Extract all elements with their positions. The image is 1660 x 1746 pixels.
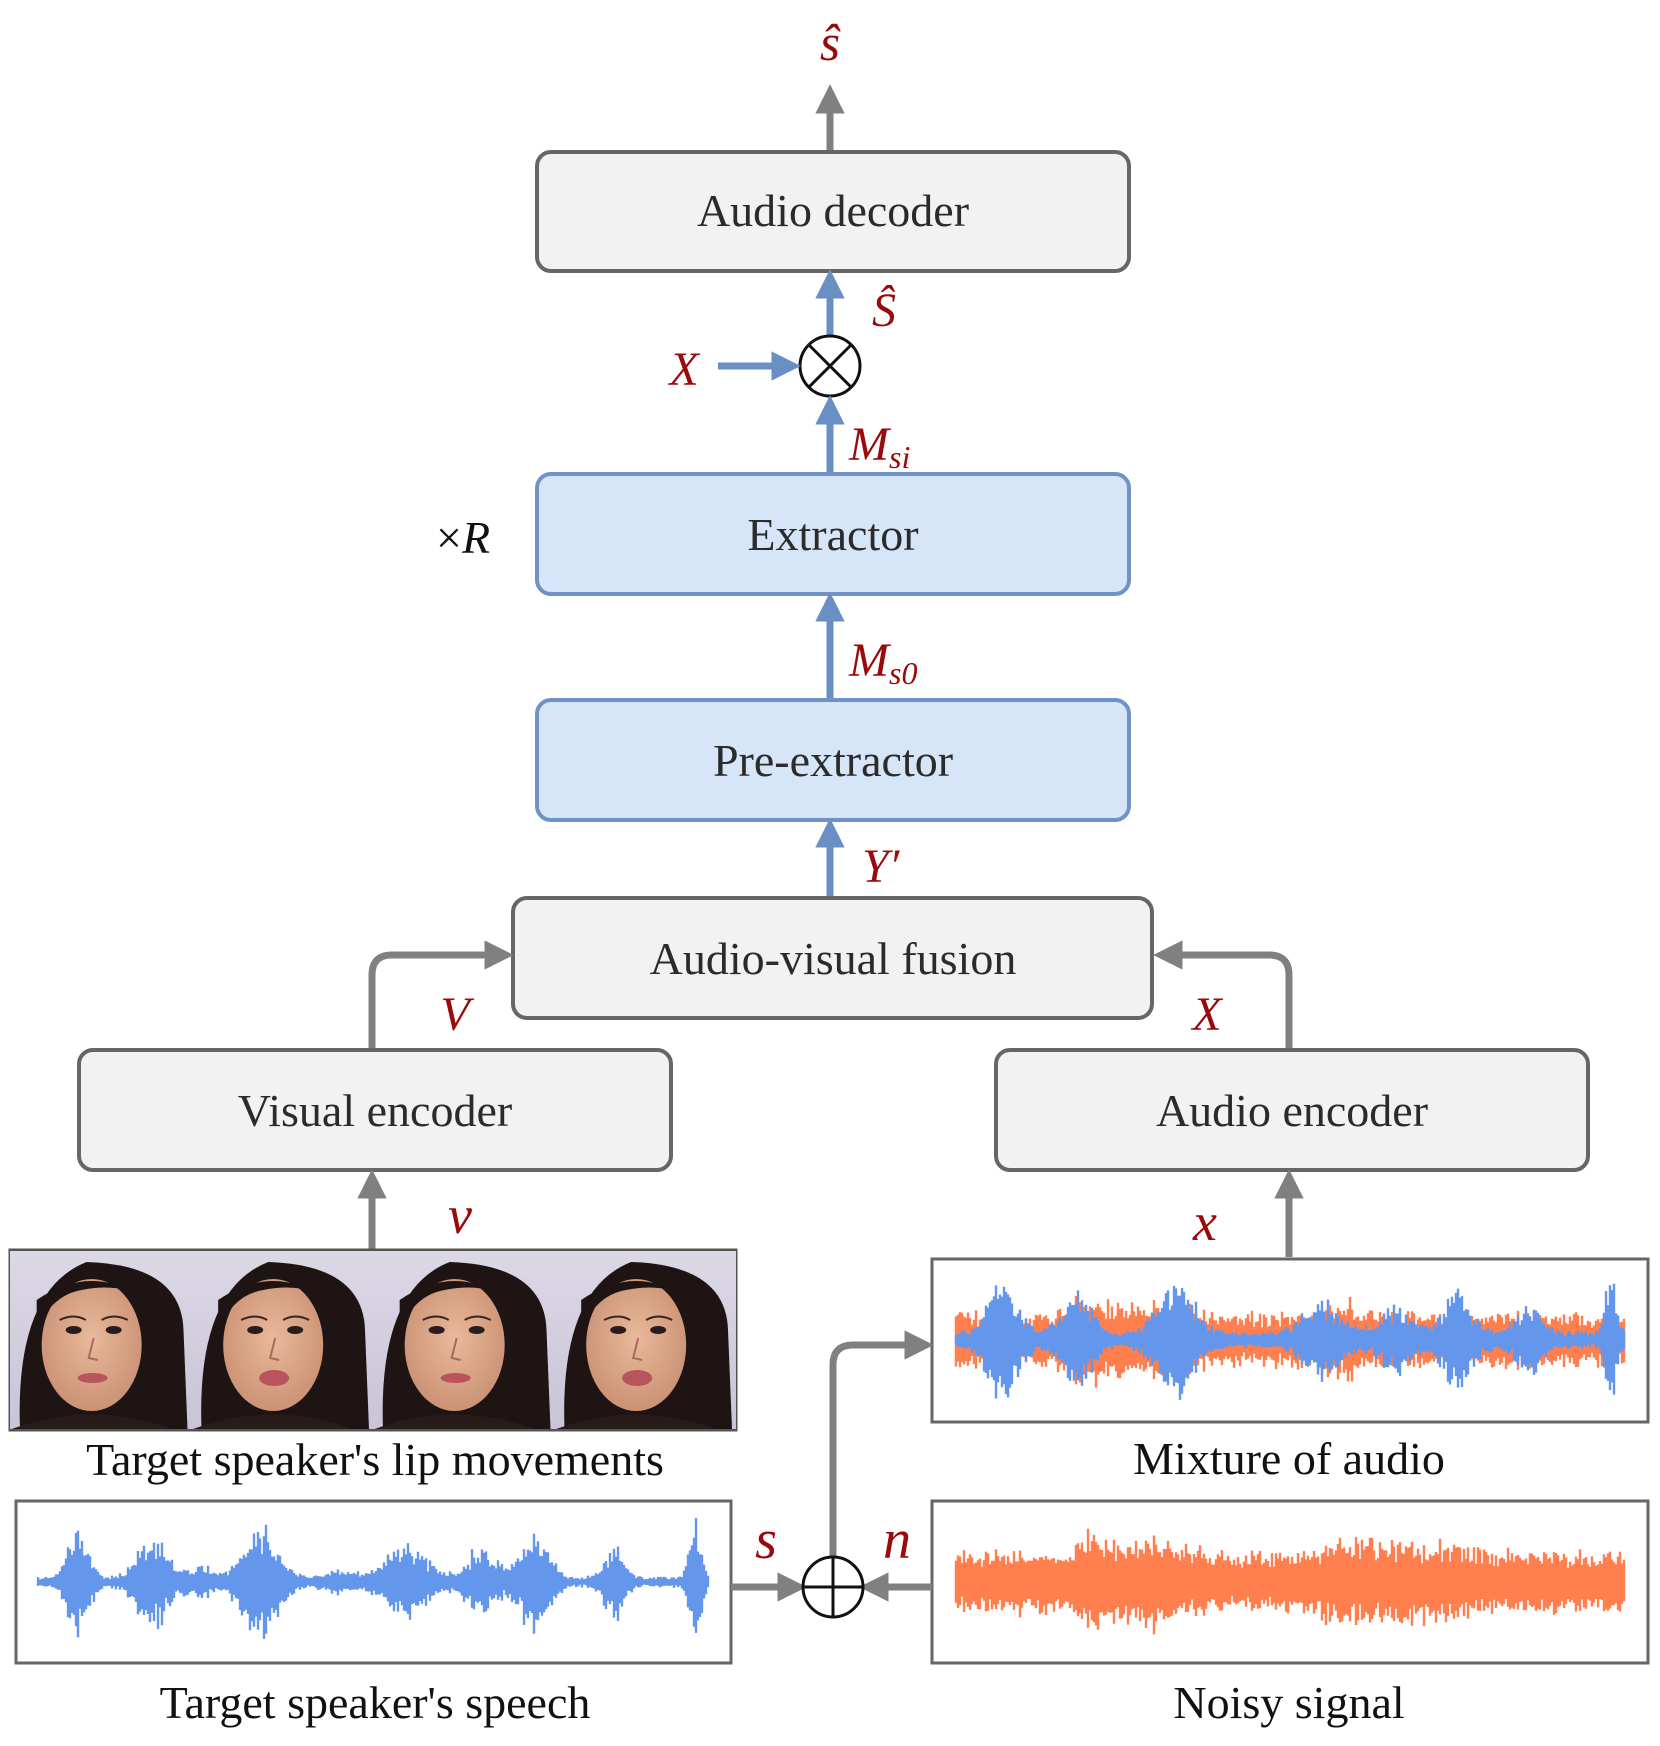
speech-caption: Target speaker's speech: [160, 1677, 591, 1728]
M-si-label: Msi: [848, 418, 910, 475]
visual-encoder-label: Visual encoder: [238, 1085, 512, 1136]
pre-extractor-label: Pre-extractor: [713, 735, 953, 786]
speech-waveform-panel: [14, 1499, 733, 1665]
multiply-circle-icon: [798, 334, 862, 398]
add-to-mixture-arrow: [829, 1330, 934, 1557]
noise-waveform: [954, 1528, 1626, 1635]
face-frame-icon: [554, 1251, 736, 1429]
Y-prime-label: Y′: [862, 840, 901, 893]
S-hat-label: Ŝ: [872, 283, 896, 337]
audio-decoder-block: Audio decoder: [535, 150, 1131, 273]
av-fusion-label: Audio-visual fusion: [650, 933, 1017, 984]
audio-to-fusion-arrow: [1153, 940, 1293, 1050]
noise-caption: Noisy signal: [1173, 1677, 1404, 1728]
audio-encoder-block: Audio encoder: [994, 1048, 1590, 1172]
mixture-speech-waveform: [954, 1283, 1626, 1400]
x-label: x: [1192, 1192, 1217, 1252]
visual-encoder-block: Visual encoder: [77, 1048, 673, 1172]
n-label: n: [883, 1509, 911, 1571]
lip-movement-frames: [8, 1248, 738, 1432]
extractor-label: Extractor: [747, 509, 918, 560]
extractor-block: Extractor: [535, 472, 1131, 596]
audio-decoder-label: Audio decoder: [697, 185, 969, 236]
audio-encoder-label: Audio encoder: [1156, 1085, 1428, 1136]
s-label: s: [755, 1509, 777, 1571]
av-fusion-block: Audio-visual fusion: [511, 896, 1154, 1020]
noise-waveform-panel: [930, 1499, 1650, 1665]
s-hat-output-label: ŝ: [820, 15, 841, 72]
V-label: V: [440, 988, 474, 1041]
pre-extractor-block: Pre-extractor: [535, 698, 1131, 822]
mixture-caption: Mixture of audio: [1133, 1433, 1445, 1484]
X-mult-label: X: [667, 343, 700, 396]
X-audio-label: X: [1190, 988, 1223, 1041]
face-frame-icon: [191, 1251, 373, 1429]
lip-caption: Target speaker's lip movements: [86, 1434, 664, 1485]
repeat-R-label: ×R: [436, 512, 490, 563]
speech-waveform: [36, 1517, 710, 1639]
mixture-waveform-panel: [930, 1257, 1650, 1424]
face-frame-icon: [10, 1251, 192, 1429]
add-circle-icon: [801, 1555, 865, 1619]
M-s0-label: Ms0: [848, 634, 917, 691]
v-label: v: [448, 1185, 472, 1245]
visual-to-fusion-arrow: [368, 940, 514, 1050]
face-frame-icon: [373, 1251, 555, 1429]
